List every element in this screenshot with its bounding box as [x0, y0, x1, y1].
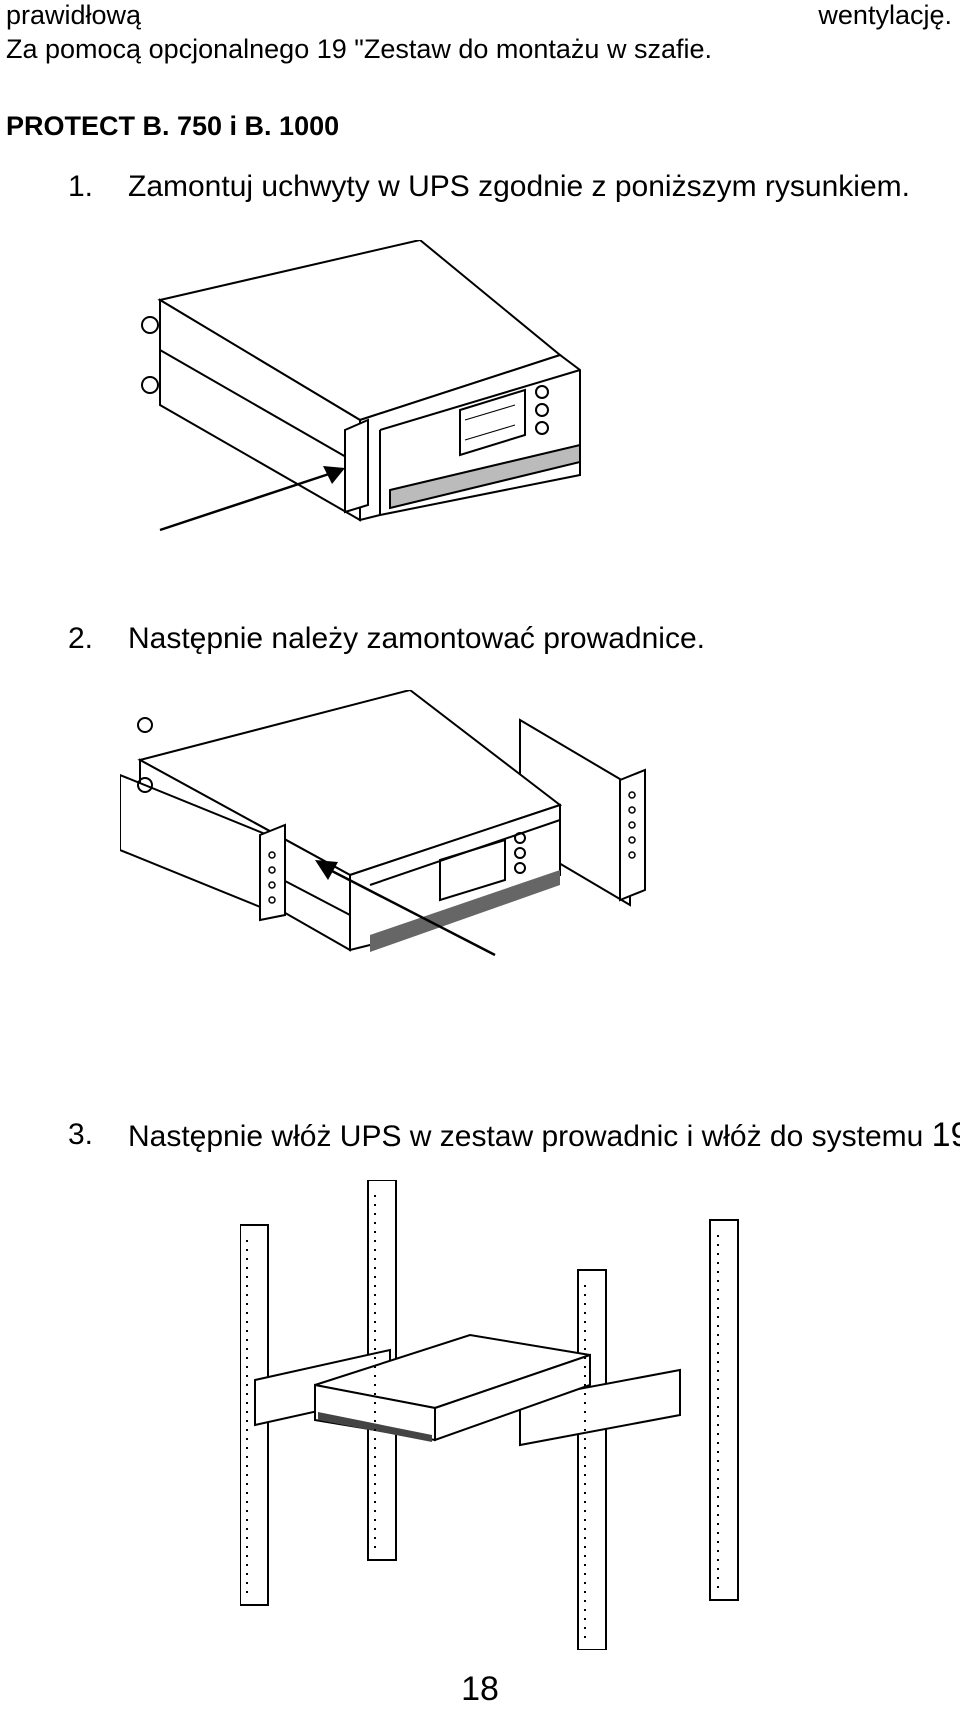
text-line-prawidlowa: prawidłową — [6, 0, 142, 30]
figure-ups-rails — [120, 690, 740, 1060]
step-1-text: Zamontuj uchwyty w UPS zgodnie z poniższ… — [128, 170, 910, 203]
step-2-text: Następnie należy zamontować prowadnice. — [128, 622, 705, 655]
text-line-rack-kit: Za pomocą opcjonalnego 19 "Zestaw do mon… — [6, 34, 712, 64]
ups-rack-drawing — [240, 1180, 739, 1650]
figure-ups-rack — [240, 1180, 770, 1650]
step-2-number: 2. — [68, 622, 94, 655]
figure-ups-bracket — [140, 240, 660, 580]
ups-rails-drawing — [120, 690, 646, 957]
text-line-wentylacje: wentylację. — [818, 0, 952, 30]
step-3-number: 3. — [68, 1118, 94, 1151]
step-3-text: Następnie włóż UPS w zestaw prowadnic i … — [128, 1118, 960, 1154]
section-heading: PROTECT B. 750 i B. 1000 — [6, 111, 340, 141]
ups-bracket-drawing — [141, 240, 581, 532]
step-3-text-nineteen: 19 — [931, 1116, 960, 1154]
step-3-text-main: Następnie włóż UPS w zestaw prowadnic i … — [128, 1120, 932, 1153]
step-1-number: 1. — [68, 170, 94, 203]
page-number: 18 — [461, 1670, 499, 1708]
